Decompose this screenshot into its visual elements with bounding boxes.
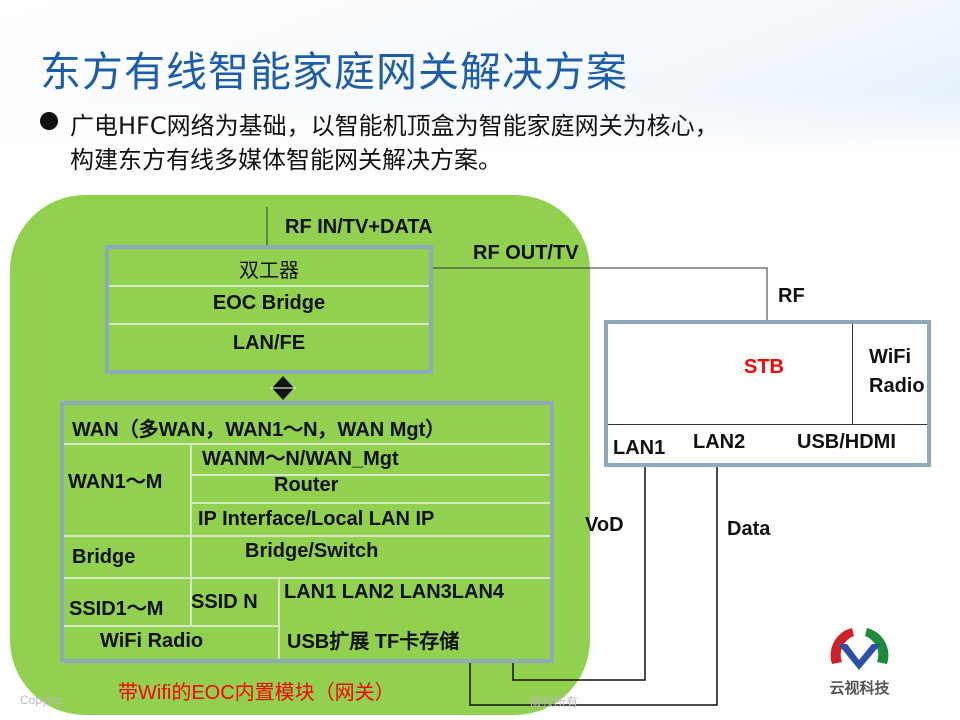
eoc-bridge-label: EOC Bridge [212, 292, 326, 314]
wan-label: WAN（多WAN，WAN1～N，WAN Mgt） [72, 419, 446, 441]
lan-fe-label: LAN/FE [232, 332, 306, 354]
bullet-icon [40, 112, 58, 130]
stb-radio-label: Radio [869, 375, 925, 397]
rf-in-label: RF IN/TV+DATA [285, 216, 433, 238]
stb-label: STB [744, 356, 784, 378]
gateway-module-box [60, 401, 554, 663]
module-caption: 带Wifi的EOC内置模块（网关） [118, 682, 395, 704]
wan1m-label: WAN1～M [68, 471, 163, 493]
stb-lan2-label: LAN2 [693, 431, 746, 453]
bridge-label: Bridge [72, 546, 136, 568]
stb-wifi-label: WiFi [869, 346, 912, 368]
router-label: Router [274, 474, 339, 496]
stb-usb-hdmi-label: USB/HDMI [797, 431, 896, 453]
stb-lan1-label: LAN1 [613, 437, 666, 459]
ssid1m-label: SSID1～M [69, 598, 164, 620]
company-logo: 云视科技 [812, 622, 907, 697]
bullet-line-2: 构建东方有线多媒体智能网关解决方案。 [70, 146, 502, 174]
wifi-radio-label: WiFi Radio [100, 630, 204, 652]
ip-interface-label: IP Interface/Local LAN IP [198, 508, 435, 530]
logo-text: 云视科技 [829, 680, 890, 697]
copyright-text: Copyrig [20, 693, 62, 707]
bullet-line-1: 广电HFC网络为基础，以智能机顶盒为智能家庭网关为核心， [70, 112, 719, 140]
lan-ports-label: LAN1 LAN2 LAN3LAN4 [284, 581, 505, 603]
page-title: 东方有线智能家庭网关解决方案 [40, 48, 628, 96]
rights-text: 版权所有 [530, 695, 579, 709]
ssidn-label: SSID N [191, 591, 258, 613]
logo-icon [830, 628, 889, 670]
stb-box [604, 320, 931, 467]
rf-out-label: RF OUT/TV [473, 242, 579, 264]
usb-tf-label: USB扩展 TF卡存储 [287, 631, 460, 653]
eoc-box [105, 245, 433, 374]
diplexer-label: 双工器 [239, 260, 299, 282]
data-label: Data [727, 518, 771, 540]
vod-label: VoD [585, 514, 624, 536]
rf-label: RF [778, 285, 805, 307]
wanmn-label: WANM～N/WAN_Mgt [202, 448, 399, 470]
bridge-switch-label: Bridge/Switch [245, 540, 379, 562]
